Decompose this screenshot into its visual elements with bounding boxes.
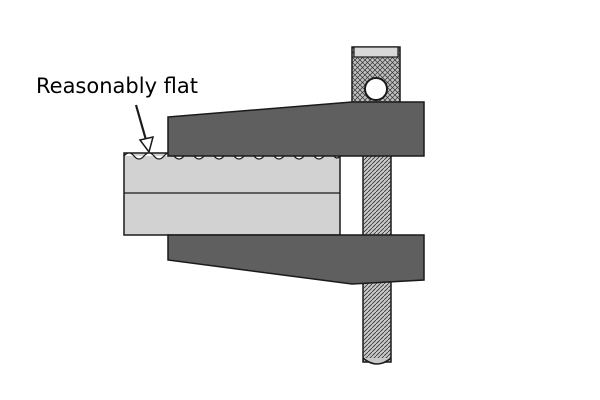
workpiece-block	[123, 152, 341, 236]
screw-head-cap	[353, 46, 399, 58]
annotation-label: Reasonably flat	[36, 74, 199, 98]
annotation-arrow	[134, 104, 148, 141]
lower-clamp-jaw	[167, 234, 425, 285]
screw-tip	[362, 357, 392, 365]
tommy-bar-hole	[364, 77, 388, 101]
annotation-arrowhead	[138, 135, 155, 154]
upper-clamp-jaw	[167, 101, 425, 157]
